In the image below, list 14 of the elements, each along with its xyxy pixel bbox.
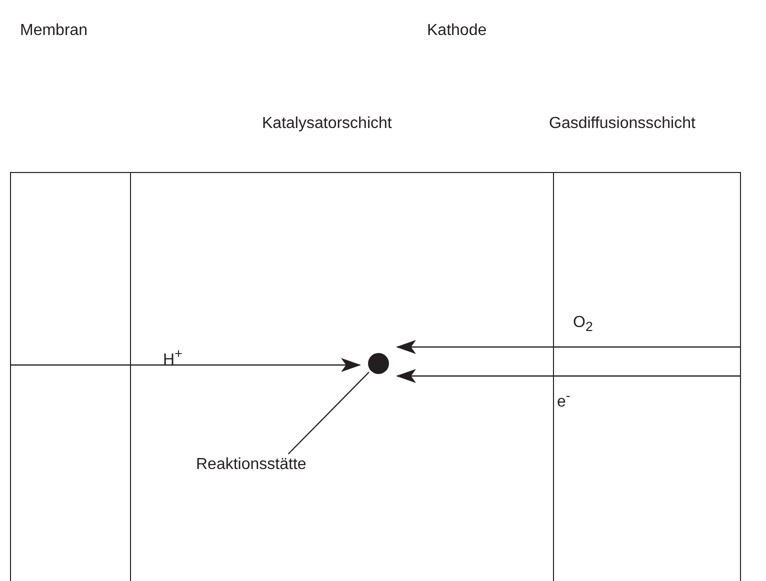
arrow [396,340,741,354]
leader-line [288,372,370,454]
callout-label: Reaktionsstätte [196,456,306,474]
layer-heading: Gasdiffusionsschicht [549,115,696,133]
arrow [10,358,361,372]
region-heading: Membran [20,22,88,40]
reaction-site-dot [368,353,389,374]
arrow [396,369,741,383]
edge-label: H$^{+}$ [163,346,182,370]
layer-band [10,172,131,581]
layer-heading: Katalysatorschicht [262,115,392,133]
region-heading: Kathode [427,22,487,40]
edge-label: O$_{2}$ [573,314,593,334]
edge-label: e$^{-}$ [557,388,570,412]
